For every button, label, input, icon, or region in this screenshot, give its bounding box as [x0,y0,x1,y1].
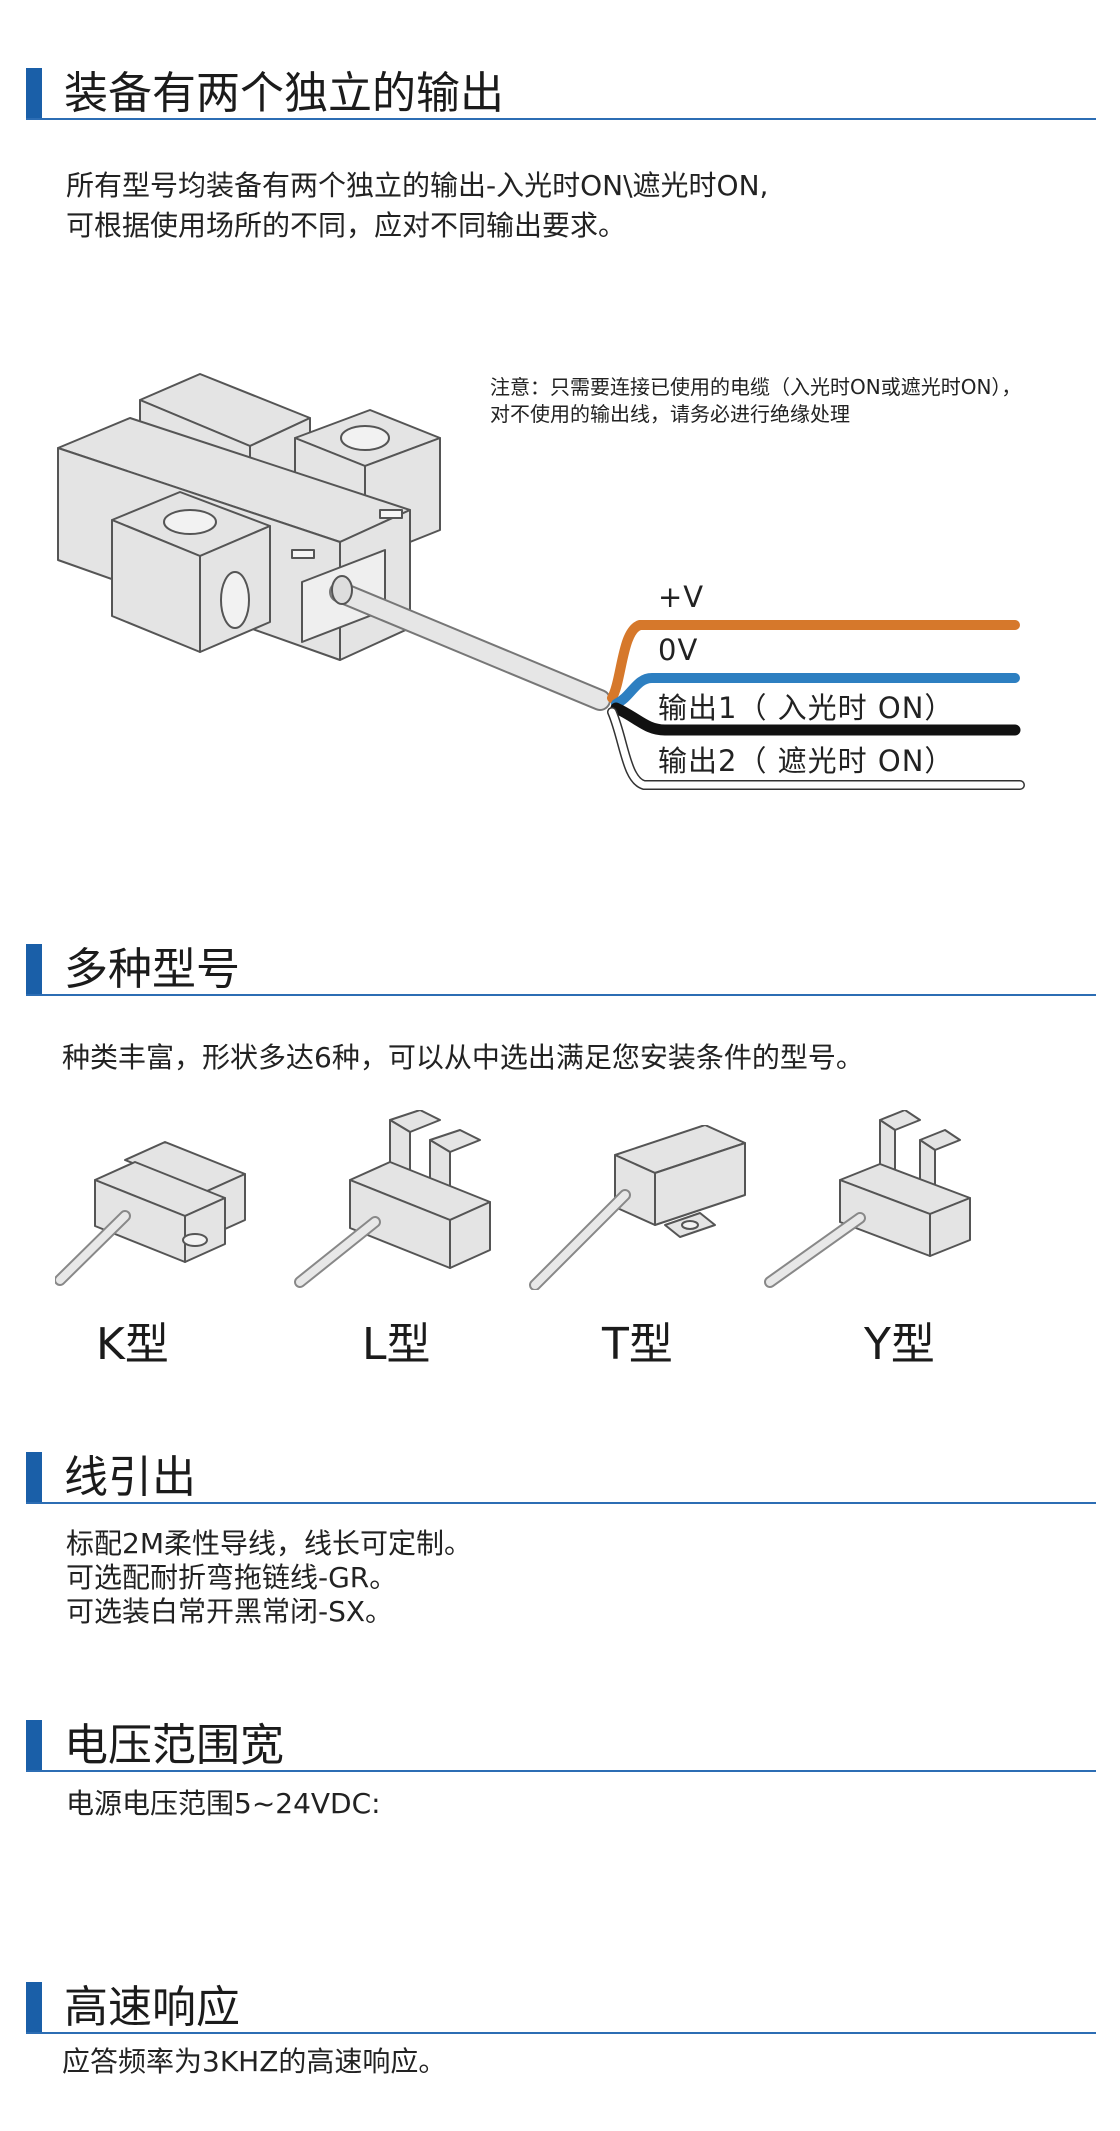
section-marker [26,1982,42,2032]
wire-label-output2: 输出2（ 遮光时 ON） [658,744,955,778]
wire-output1 [610,702,1021,736]
model-label-y: Y型 [864,1319,935,1370]
outputs-text-line2: 可根据使用场所的不同，应对不同输出要求。 [66,209,627,242]
section-marker [26,944,42,994]
section-marker [26,68,42,118]
response-text-line1: 应答频率为3KHZ的高速响应。 [62,2045,447,2078]
model-k-illustration [55,1141,246,1286]
section-rule [26,994,1096,996]
section-rule [26,1770,1096,1772]
wire-label-plus-v: +V [658,580,705,614]
section-marker [26,1452,42,1502]
voltage-text-line1: 电源电压范围5~24VDC: [66,1787,381,1820]
outputs-note: 注意：只需要连接已使用的电缆（入光时ON或遮光时ON）， 对不使用的输出线，请务… [490,374,1021,428]
model-label-l: L型 [362,1319,431,1370]
cable-text-line2: 可选配耐折弯拖链线-GR。 [66,1561,398,1594]
note-line1: 注意：只需要连接已使用的电缆（入光时ON或遮光时ON）， [490,375,1022,399]
section-rule [26,1502,1096,1504]
cable-text-line1: 标配2M柔性导线，线长可定制。 [66,1527,472,1560]
section-header-voltage: 电压范围宽 [26,1716,1096,1772]
cable-text-line3: 可选装白常开黑常闭-SX。 [66,1595,394,1628]
section-header-response: 高速响应 [26,1978,1096,2034]
model-t-illustration [529,1125,746,1290]
wire-label-0v: 0V [658,633,699,667]
model-label-k: K型 [96,1319,169,1370]
wire-label-output1: 输出1（ 入光时 ON） [658,691,955,725]
section-title: 电压范围宽 [64,1720,284,1771]
models-text-line1: 种类丰富，形状多达6种，可以从中选出满足您安装条件的型号。 [62,1041,864,1074]
model-label-t: T型 [602,1319,673,1370]
sensor-wiring-illustration [57,373,1025,790]
outputs-text-line1: 所有型号均装备有两个独立的输出-入光时ON\遮光时ON, [66,169,769,202]
section-rule [26,2032,1096,2034]
section-header-cable: 线引出 [26,1448,1096,1504]
section-header-models: 多种型号 [26,940,1096,996]
section-rule [26,118,1096,120]
wire-plus-v [607,620,1020,703]
section-header-outputs: 装备有两个独立的输出 [26,64,1096,120]
section-title: 高速响应 [64,1982,240,2033]
wire-output2 [607,707,1025,790]
note-line2: 对不使用的输出线，请务必进行绝缘处理 [490,402,850,426]
model-y-illustration [764,1110,971,1288]
section-title: 装备有两个独立的输出 [64,68,504,119]
section-marker [26,1720,42,1770]
model-l-illustration [294,1110,491,1288]
section-title: 线引出 [64,1452,196,1503]
wire-0v [611,673,1020,709]
section-title: 多种型号 [64,944,240,995]
